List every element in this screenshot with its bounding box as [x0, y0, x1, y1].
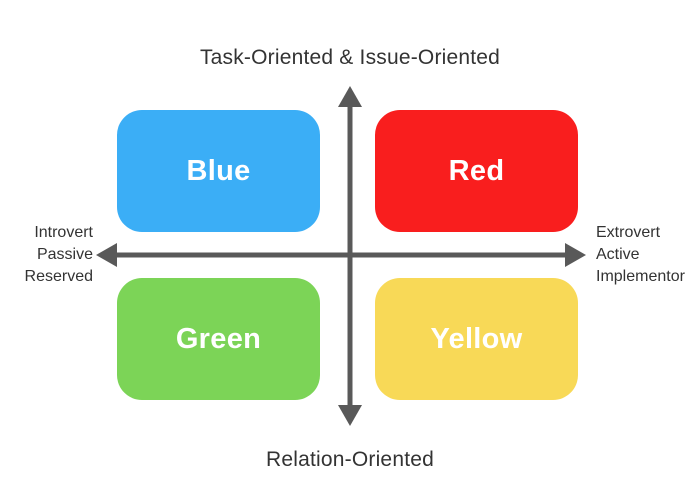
- quadrant-blue-label: Blue: [186, 154, 251, 187]
- quadrant-blue: Blue: [117, 110, 320, 232]
- right-axis-label-line: Extrovert: [596, 224, 661, 241]
- quadrant-red-label: Red: [448, 154, 505, 187]
- quadrant-green: Green: [117, 278, 320, 400]
- right-arrowhead-icon: [565, 243, 586, 267]
- down-arrowhead-icon: [338, 405, 362, 426]
- quadrant-green-label: Green: [175, 322, 262, 355]
- left-axis-label-line: Reserved: [24, 268, 93, 285]
- left-axis-label-line: Introvert: [34, 224, 93, 241]
- right-axis-label-line: Active: [596, 246, 640, 263]
- right-axis-label-line: Implementor: [596, 268, 685, 285]
- quadrant-yellow-label: Yellow: [430, 322, 523, 355]
- left-axis-label-line: Passive: [36, 246, 93, 263]
- top-axis-label: Task-Oriented & Issue-Oriented: [199, 46, 501, 69]
- quadrant-yellow: Yellow: [375, 278, 578, 400]
- bottom-axis-label: Relation-Oriented: [266, 448, 434, 471]
- up-arrowhead-icon: [338, 86, 362, 107]
- left-arrowhead-icon: [96, 243, 117, 267]
- left-axis-labels: Introvert Passive Reserved: [25, 222, 93, 288]
- quadrant-red: Red: [375, 110, 578, 232]
- right-axis-labels: Extrovert Active Implementor: [596, 222, 685, 288]
